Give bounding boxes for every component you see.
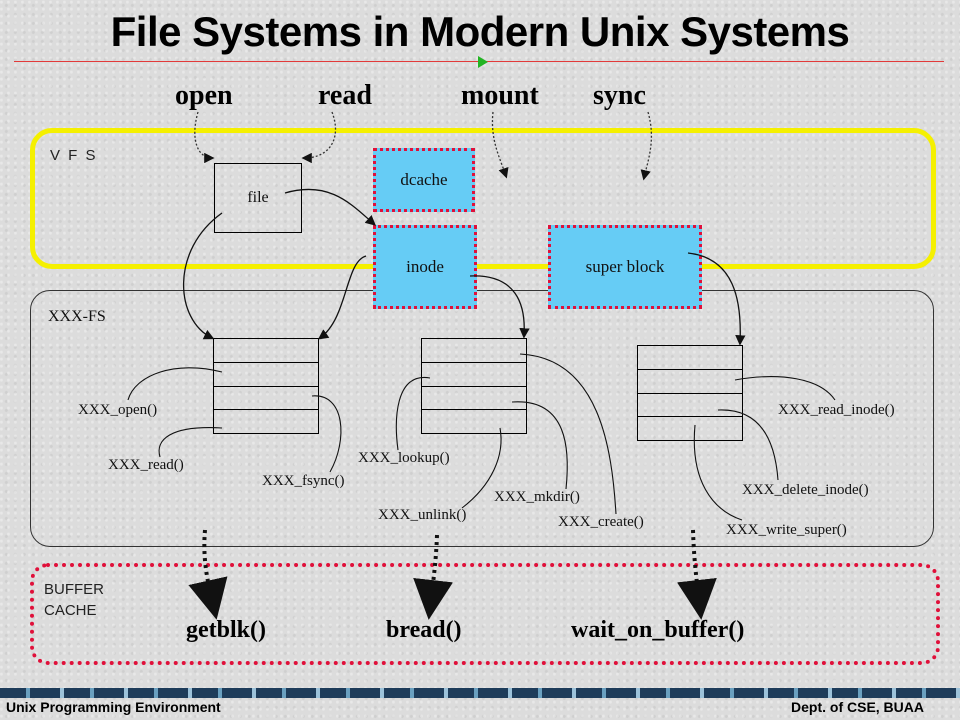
- leader-read-inode: [734, 376, 836, 401]
- fn-xxx-create: XXX_create(): [558, 514, 644, 530]
- superops-to-buffer-arrow: [677, 529, 717, 620]
- fn-wait-on-buffer: wait_on_buffer(): [571, 617, 745, 643]
- fn-getblk: getblk(): [186, 617, 266, 643]
- leader-fsync: [311, 395, 342, 473]
- title-marker-triangle: [478, 56, 488, 68]
- fn-xxx-read: XXX_read(): [108, 457, 184, 473]
- inode-box: inode: [373, 225, 477, 309]
- inode-to-inodeops-arrow: [469, 275, 530, 339]
- leader-unlink: [461, 427, 502, 509]
- open-to-file-arrow: [194, 111, 215, 164]
- superblock-to-superops-arrow: [687, 252, 746, 346]
- xxxfs-label: XXX-FS: [48, 308, 106, 325]
- fn-xxx-delete-inode: XXX_delete_inode(): [742, 482, 869, 498]
- fileops-to-buffer-arrow: [188, 529, 228, 620]
- leader-create: [519, 353, 617, 515]
- fn-xxx-mkdir: XXX_mkdir(): [494, 489, 580, 505]
- buffer-cache-layer: [30, 563, 940, 665]
- inode-to-fileops-arrow: [317, 255, 367, 340]
- inode-operations-table: [421, 338, 527, 434]
- table-row: [422, 387, 526, 411]
- leader-lookup: [395, 377, 431, 451]
- dcache-box: dcache: [373, 148, 475, 212]
- op-mount: mount: [461, 80, 539, 111]
- table-row: [422, 363, 526, 387]
- vfs-label: V F S: [50, 147, 98, 164]
- fn-xxx-unlink: XXX_unlink(): [378, 507, 467, 523]
- table-row: [638, 394, 742, 418]
- buffer-cache-label: BUFFER CACHE: [44, 579, 104, 621]
- leader-write-super: [693, 424, 743, 521]
- super-operations-table: [637, 345, 743, 441]
- table-row: [214, 363, 318, 387]
- leader-read: [158, 427, 223, 458]
- inodeops-to-buffer-arrow: [413, 534, 453, 620]
- fn-xxx-write-super: XXX_write_super(): [726, 522, 847, 538]
- leader-open: [127, 367, 223, 401]
- dcache-label: dcache: [400, 170, 448, 189]
- sync-arrow: [640, 111, 653, 181]
- table-row: [214, 339, 318, 363]
- file-operations-table: [213, 338, 319, 434]
- op-sync: sync: [593, 80, 646, 111]
- file-to-inode-arrow: [284, 188, 376, 226]
- footer-bar: [0, 688, 960, 698]
- fn-xxx-fsync: XXX_fsync(): [262, 473, 345, 489]
- file-box: file: [214, 163, 302, 233]
- table-row: [638, 370, 742, 394]
- op-open: open: [175, 80, 233, 111]
- slide-title: File Systems in Modern Unix Systems: [110, 8, 850, 55]
- read-to-file-arrow: [301, 111, 337, 164]
- xxxfs-layer: [30, 290, 934, 547]
- mount-arrow: [491, 111, 509, 179]
- superblock-box: super block: [548, 225, 702, 309]
- fn-xxx-open: XXX_open(): [78, 402, 158, 418]
- file-to-fileops-arrow: [182, 212, 223, 340]
- buffer-cache-label-line2: CACHE: [44, 602, 97, 619]
- file-label: file: [247, 189, 269, 206]
- fn-xxx-lookup: XXX_lookup(): [358, 450, 450, 466]
- table-row: [638, 346, 742, 370]
- fn-xxx-read-inode: XXX_read_inode(): [778, 402, 895, 418]
- superblock-label: super block: [585, 257, 665, 276]
- footer-right: Dept. of CSE, BUAA: [791, 699, 924, 715]
- leader-delete-inode: [717, 409, 779, 481]
- vfs-layer: [30, 128, 936, 269]
- table-row: [214, 387, 318, 411]
- inode-label: inode: [406, 257, 444, 276]
- table-row: [422, 339, 526, 363]
- fn-bread: bread(): [386, 617, 462, 643]
- op-read: read: [318, 80, 372, 111]
- footer-left: Unix Programming Environment: [6, 699, 221, 715]
- leader-mkdir: [511, 401, 568, 490]
- buffer-cache-label-line1: BUFFER: [44, 581, 104, 598]
